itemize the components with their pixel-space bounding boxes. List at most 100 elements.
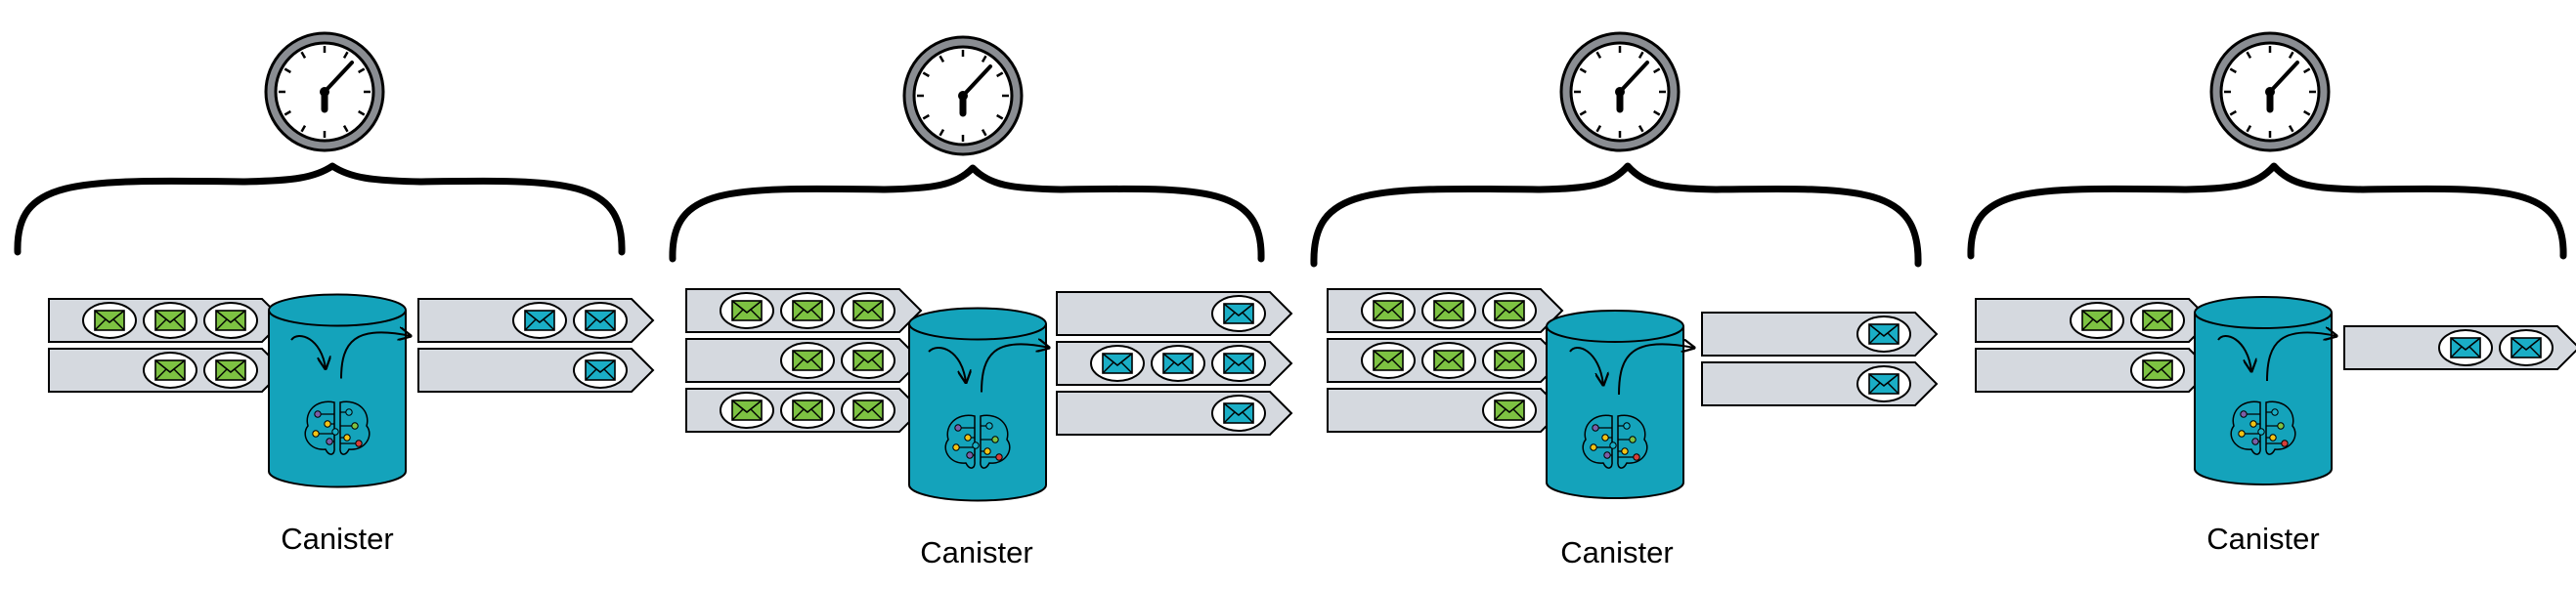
envelope-fold	[1868, 332, 1881, 345]
envelope-fold	[1181, 361, 1194, 374]
envelope-fold	[173, 318, 186, 331]
clock-tick	[300, 125, 307, 133]
envelope-icon	[1211, 345, 1266, 382]
message-queue	[1327, 338, 1564, 383]
envelope-flap	[792, 350, 823, 364]
envelope-fold	[852, 408, 865, 421]
curly-brace	[1310, 162, 1922, 268]
envelope-icon	[1421, 342, 1476, 379]
envelope-icon	[841, 292, 895, 329]
envelope-fold	[810, 358, 823, 371]
envelope-icon	[573, 302, 628, 339]
canister-body	[268, 310, 407, 488]
envelope-fold	[792, 309, 805, 321]
envelope-fold	[871, 309, 884, 321]
clock-tick	[358, 67, 366, 74]
envelope-fold	[1223, 312, 1236, 324]
message-queue	[1701, 361, 1939, 406]
envelope-flap	[524, 310, 555, 324]
circuit-node	[1590, 443, 1597, 451]
envelope-flap	[1868, 373, 1899, 388]
envelope-fold	[1391, 309, 1404, 321]
envelope-flap	[852, 300, 884, 315]
clock-icon	[2209, 31, 2331, 152]
envelope-icon	[82, 302, 137, 339]
envelope-fold	[2529, 346, 2542, 358]
message-queue	[417, 298, 655, 343]
envelope-fold	[1452, 358, 1464, 371]
envelope-fold	[1223, 361, 1236, 374]
envelope-fold	[173, 368, 186, 381]
envelope-fold	[852, 358, 865, 371]
envelope-fold	[810, 309, 823, 321]
envelope-icon	[1421, 292, 1476, 329]
circuit-node	[1633, 453, 1640, 461]
envelope-flap	[852, 350, 884, 364]
clock-tick	[2288, 125, 2294, 133]
circuit-node	[331, 428, 339, 436]
circuit-node	[355, 440, 363, 447]
circuit-node	[2281, 440, 2289, 447]
round-panel: Canister	[1310, 31, 1939, 569]
clock-tick	[342, 51, 349, 59]
flow-arrow	[928, 347, 966, 383]
envelope-icon	[1361, 292, 1416, 329]
envelope-fold	[1162, 361, 1175, 374]
envelope-icon	[143, 352, 197, 389]
envelope-fold	[1373, 309, 1385, 321]
circuit-node	[1603, 451, 1611, 459]
envelope-flap	[1868, 323, 1899, 338]
message-queue	[1327, 388, 1564, 433]
envelope-icon	[780, 342, 835, 379]
circuit-node	[972, 442, 980, 449]
flow-arrow	[290, 335, 326, 369]
envelope-fold	[2161, 368, 2173, 381]
envelope-fold	[2081, 318, 2094, 331]
envelope-icon	[2130, 302, 2185, 339]
canister-top	[908, 307, 1047, 341]
envelope-fold	[1102, 361, 1114, 374]
message-queue	[1975, 348, 2212, 393]
curly-brace	[669, 164, 1265, 263]
canister-body	[2194, 313, 2333, 485]
envelope-fold	[871, 358, 884, 371]
envelope-fold	[731, 408, 744, 421]
canister-icon	[268, 293, 407, 488]
envelope-icon	[1482, 342, 1537, 379]
clock-tick	[2303, 67, 2311, 74]
clock-center	[320, 87, 329, 97]
brain-right-half	[2265, 400, 2296, 455]
message-queue	[1975, 298, 2212, 343]
brain-left-half	[2230, 400, 2261, 455]
clock-tick	[284, 109, 291, 116]
brain-left-half	[304, 400, 335, 455]
clock-tick	[981, 129, 987, 137]
clock-tick	[2246, 51, 2252, 59]
envelope-fold	[1223, 411, 1236, 424]
flow-arrow	[2217, 335, 2251, 371]
brain-left-half	[944, 414, 976, 469]
envelope-flap	[2511, 337, 2542, 352]
envelope-fold	[1433, 358, 1446, 371]
flow-arrow	[981, 344, 1049, 393]
circuit-node	[983, 447, 991, 455]
envelope-flap	[1223, 303, 1254, 317]
circuit-node	[351, 422, 359, 430]
canister-label: Canister	[920, 535, 1032, 569]
envelope-fold	[112, 318, 125, 331]
clock-tick	[2229, 67, 2237, 74]
circuit-node	[2271, 408, 2279, 416]
clock-icon	[264, 31, 385, 152]
brain-left-half	[1582, 414, 1613, 469]
envelope-fold	[1868, 382, 1881, 395]
flow-arrow	[2266, 332, 2336, 382]
clock-center	[958, 91, 968, 101]
message-queue	[48, 298, 285, 343]
brain-circuit-icon	[2230, 400, 2296, 455]
canister-icon	[908, 307, 1047, 502]
message-queue	[2343, 325, 2576, 370]
envelope-fold	[852, 309, 865, 321]
brain-right-half	[1617, 414, 1648, 469]
canister-top	[2194, 296, 2333, 329]
clock-minute-hand	[2268, 61, 2299, 94]
